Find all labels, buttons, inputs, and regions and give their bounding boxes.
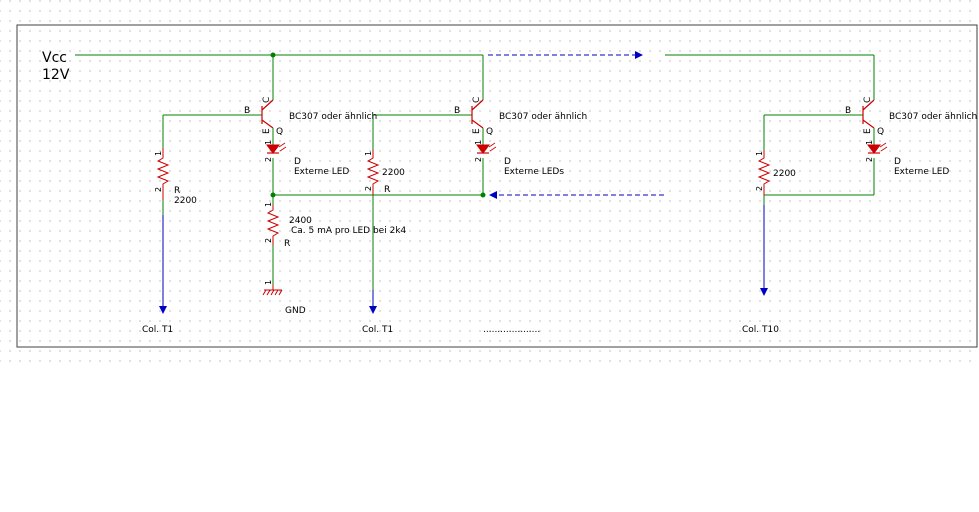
rbase-2-ref: R xyxy=(384,185,390,195)
transistor-1-pin-c: C xyxy=(262,97,272,103)
stage-2: B C E Q BC307 oder ähnlich 1 2 D Externe… xyxy=(362,97,587,335)
rcommon-note: Ca. 5 mA pro LED bei 2k4 xyxy=(291,226,407,236)
rbase-3-value: 2200 xyxy=(773,169,796,179)
led-3-pin1: 1 xyxy=(865,140,874,145)
led-1-value: Externe LED xyxy=(294,167,349,177)
wires xyxy=(75,54,875,290)
rbase-2-symbol[interactable] xyxy=(366,150,380,195)
vcc-label: Vcc xyxy=(42,50,67,66)
transistor-2-symbol[interactable] xyxy=(471,99,484,129)
junction-common-1 xyxy=(270,192,276,198)
rbase-1-value: 2200 xyxy=(174,196,197,206)
junctions xyxy=(270,52,486,198)
transistor-2-pin-e: E xyxy=(472,128,482,134)
output-3-label: Col. T10 xyxy=(742,325,779,335)
rbase-3-pin1: 1 xyxy=(755,151,764,156)
stage-1: B C E Q BC307 oder ähnlich 1 2 D Externe… xyxy=(142,97,377,335)
output-1-label: Col. T1 xyxy=(142,325,173,335)
rcommon-pin2: 2 xyxy=(264,238,273,243)
led-3-pin2: 2 xyxy=(865,157,874,162)
output-2-label: Col. T1 xyxy=(362,325,393,335)
led-3-ref: D xyxy=(894,157,901,167)
transistor-2-pin-c: C xyxy=(472,97,482,103)
rbase-1-pin2: 2 xyxy=(154,187,163,192)
transistor-3-pin-b: B xyxy=(845,106,851,116)
led-3-symbol[interactable] xyxy=(867,142,888,154)
led-2-pin2: 2 xyxy=(474,157,483,162)
rbase-1-ref: R xyxy=(174,186,180,196)
rbase-2-pin2: 2 xyxy=(364,186,373,191)
vcc-voltage-label: 12V xyxy=(42,67,70,83)
led-2-pin1: 1 xyxy=(474,140,483,145)
rbase-1-symbol[interactable] xyxy=(156,148,170,200)
ground-label: GND xyxy=(285,306,306,316)
transistor-1-symbol[interactable] xyxy=(261,99,274,129)
led-3-value: Externe LED xyxy=(894,167,949,177)
ground-pin: 1 xyxy=(264,280,273,285)
led-1-symbol[interactable] xyxy=(266,142,287,154)
transistor-1-pin-b: B xyxy=(244,106,250,116)
rbase-3-pin2: 2 xyxy=(755,186,764,191)
led-2-ref: D xyxy=(504,157,511,167)
led-2-symbol[interactable] xyxy=(476,142,497,154)
rcommon-value: 2400 xyxy=(289,216,312,226)
transistor-3-symbol[interactable] xyxy=(862,99,875,129)
sheet-border xyxy=(16,24,978,348)
transistor-3-label: BC307 oder ähnlich xyxy=(889,112,977,122)
junction-common-2 xyxy=(480,192,486,198)
transistor-2-label: BC307 oder ähnlich xyxy=(499,112,587,122)
continuation-arrows xyxy=(488,51,664,199)
transistor-3-q: Q xyxy=(877,127,884,137)
rcommon-ref: R xyxy=(284,239,290,249)
common-resistor-group: 1 2 2400 Ca. 5 mA pro LED bei 2k4 R 1 GN… xyxy=(262,202,407,316)
transistor-1-pin-e: E xyxy=(262,128,272,134)
rbase-2-pin1: 1 xyxy=(364,151,373,156)
transistor-3-pin-c: C xyxy=(863,97,873,103)
led-1-ref: D xyxy=(294,157,301,167)
rbase-1-pin1: 1 xyxy=(154,151,163,156)
rcommon-symbol[interactable] xyxy=(266,205,280,245)
rcommon-pin1: 1 xyxy=(264,202,273,207)
stage-3: B C E Q BC307 oder ähnlich 1 2 D Externe… xyxy=(742,97,977,335)
transistor-2-pin-b: B xyxy=(454,106,460,116)
led-1-pin1: 1 xyxy=(264,140,273,145)
transistor-1-label: BC307 oder ähnlich xyxy=(289,112,377,122)
rbase-2-value: 2200 xyxy=(382,168,405,178)
transistor-2-q: Q xyxy=(486,127,493,137)
led-1-pin2: 2 xyxy=(264,157,273,162)
ground-icon xyxy=(262,289,283,296)
led-2-value: Externe LEDs xyxy=(504,167,564,177)
junction-vcc-1 xyxy=(270,52,276,58)
ellipsis-label: .................... xyxy=(483,325,540,335)
rbase-3-symbol[interactable] xyxy=(757,150,771,195)
transistor-1-q: Q xyxy=(276,127,283,137)
transistor-3-pin-e: E xyxy=(863,128,873,134)
output-arrows xyxy=(159,205,768,314)
